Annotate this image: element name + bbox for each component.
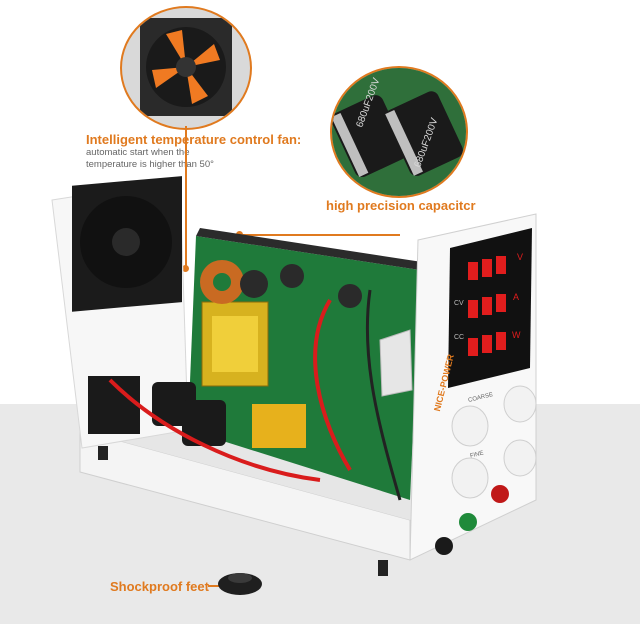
display-unit-v: V xyxy=(517,252,524,262)
fan-feature-desc-line1: automatic start when the xyxy=(86,147,190,158)
feet-feature-title: Shockproof feet xyxy=(110,579,209,594)
capacitor-leader-line xyxy=(240,234,400,236)
cc-indicator-label: CC xyxy=(454,334,465,341)
fan-feature-title: Intelligent temperature control fan: xyxy=(86,132,302,147)
display-unit-a: A xyxy=(513,292,520,302)
capacitor-closeup-icon: 680uF200V 680uF200V xyxy=(332,68,466,196)
floor-background xyxy=(0,404,640,624)
fan-closeup-callout xyxy=(120,6,252,130)
capacitor-leader-dot xyxy=(236,231,243,238)
fan-leader-line xyxy=(185,126,187,268)
coarse-knob-label: COARSE xyxy=(467,392,494,404)
fan-feature-desc-line2: temperature is higher than 50° xyxy=(86,159,214,170)
capacitor-closeup-callout: 680uF200V 680uF200V xyxy=(330,66,468,198)
fan-closeup-icon xyxy=(140,18,232,116)
display-unit-w: W xyxy=(512,330,521,340)
capacitor-feature-title: high precision capacitcr xyxy=(326,198,476,213)
fan-leader-dot xyxy=(182,265,189,272)
feet-leader-line xyxy=(208,585,232,587)
cv-indicator-label: CV xyxy=(454,300,464,307)
